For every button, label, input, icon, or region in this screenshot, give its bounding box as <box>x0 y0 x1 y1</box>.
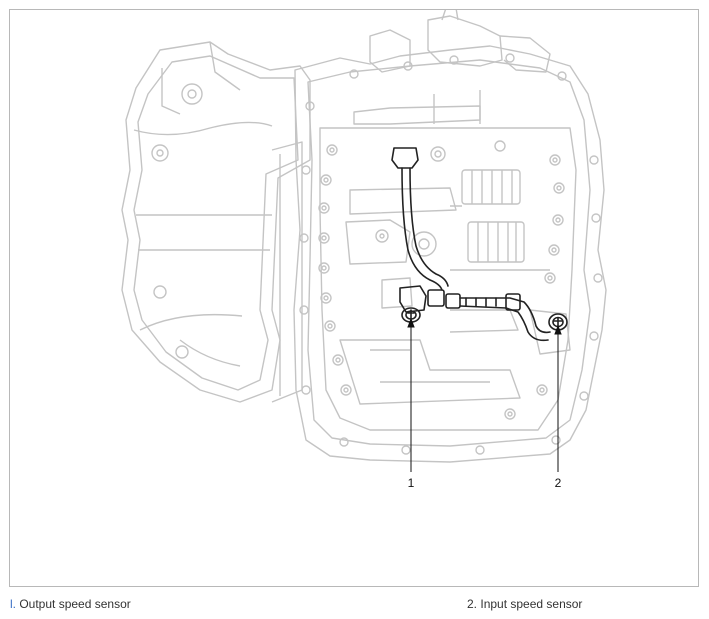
legend-text: Input speed sensor <box>480 597 583 611</box>
legend-item-input-speed-sensor: 2. Input speed sensor <box>467 597 582 611</box>
legend-item-output-speed-sensor: l. Output speed sensor <box>10 597 131 611</box>
sensor-wiring-harness <box>391 147 568 342</box>
legend-number: 2. <box>467 597 478 611</box>
transmission-illustration: 1 2 <box>121 10 607 490</box>
callout-number-1: 1 <box>408 476 415 490</box>
legend-number: l. <box>10 597 16 611</box>
callout-leaders <box>407 317 562 472</box>
transmission-housing <box>121 10 607 463</box>
legend-text: Output speed sensor <box>19 597 131 611</box>
leader-arrow-2 <box>554 324 562 335</box>
leader-arrow-1 <box>407 317 415 328</box>
callout-number-2: 2 <box>555 476 562 490</box>
figure-frame: 1 2 <box>9 9 699 587</box>
